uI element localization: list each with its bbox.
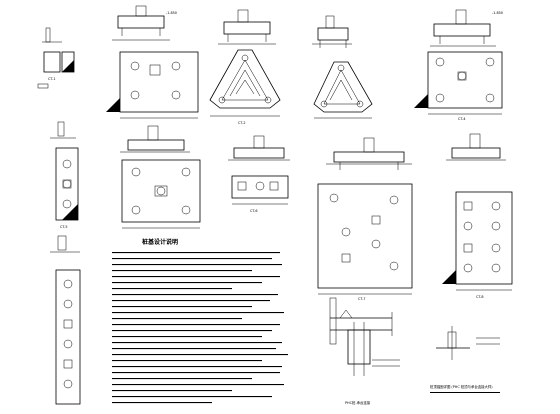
cap-label-1: CT-1 [48, 77, 56, 81]
pile-cap-section-3 [312, 15, 352, 48]
anchor-detail: 桩顶锚固详图 (PHC 桩顶与承台连接大样) [430, 326, 500, 393]
pile-cap-plan-5 [121, 159, 201, 229]
pile-cap-plan-7: CT-7 [317, 183, 413, 301]
design-notes: 桩基设计说明 [112, 238, 288, 404]
pile-cap-section-1: -1.850 [112, 5, 177, 41]
notes-title: 桩基设计说明 [142, 238, 178, 246]
pile-cap-plan-6: CT-6 [231, 175, 289, 213]
pile-cap-plan-3-triangular [313, 61, 373, 119]
pile-cap-section-5 [120, 125, 190, 153]
pile-cap-section-4: -1.850 [430, 9, 503, 47]
pile-cap-section-8 [446, 133, 506, 161]
svg-text:-1.850: -1.850 [166, 11, 177, 15]
pile-cap-plan-2-triangular: CT-2 [209, 49, 281, 125]
cap-label-8: CT-8 [476, 295, 484, 299]
cap-label-7: CT-7 [358, 297, 366, 301]
pile-cap-plan-4: CT-4 [414, 51, 503, 121]
cap-label-2: CT-2 [238, 121, 246, 125]
cap-label-4: CT-4 [458, 117, 466, 121]
pile-cap-section-7 [326, 137, 412, 170]
pile-cap-section-2 [218, 9, 276, 45]
pile-cap-elevation-5: CT-5 [50, 121, 79, 229]
pile-cap-detail-1: CT-1 [37, 27, 75, 89]
cap-label-5: CT-5 [60, 225, 68, 229]
cap-label-6: CT-6 [250, 209, 258, 213]
svg-text:-1.850: -1.850 [492, 11, 503, 15]
pile-cap-section-6 [228, 135, 290, 161]
bottom-right-note: 桩顶锚固详图 (PHC 桩顶与承台连接大样) [430, 384, 493, 389]
pile-cap-elevation-tall [50, 235, 81, 405]
pile-cap-plan-8: CT-8 [442, 191, 513, 299]
pile-cap-plan-1 [106, 51, 199, 119]
pile-cap-connection-detail: PHC桩-承台连接 [329, 297, 400, 405]
detail-caption: PHC桩-承台连接 [345, 400, 371, 405]
